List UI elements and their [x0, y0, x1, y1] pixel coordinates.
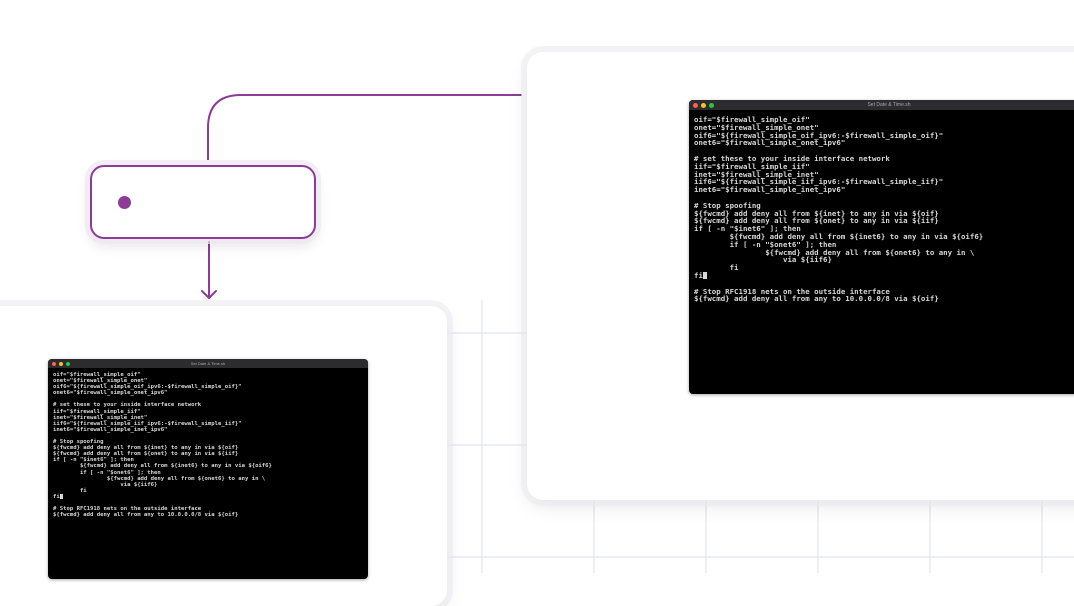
minimize-icon[interactable]	[59, 361, 63, 366]
close-icon[interactable]	[52, 361, 56, 366]
terminal-output: oif="$firewall_simple_oif" onet="$firewa…	[694, 115, 984, 304]
terminal-window-right[interactable]: Set Date & Time.sh oif="$firewall_simple…	[689, 100, 1074, 394]
flow-node[interactable]	[90, 165, 316, 239]
dot-icon	[118, 196, 131, 209]
window-controls	[48, 361, 70, 366]
terminal-output: oif="$firewall_simple_oif" onet="$firewa…	[53, 372, 272, 519]
maximize-icon[interactable]	[709, 102, 714, 108]
window-controls	[689, 102, 714, 108]
terminal-titlebar[interactable]: Set Date & Time.sh	[689, 100, 1074, 110]
terminal-cursor	[59, 493, 63, 500]
terminal-title: Set Date & Time.sh	[190, 361, 226, 366]
arrow-down-icon	[201, 290, 217, 299]
connector-line-to-right-card	[207, 94, 522, 160]
terminal-title: Set Date & Time.sh	[867, 102, 911, 108]
terminal-cursor	[702, 271, 707, 279]
terminal-window-left[interactable]: Set Date & Time.sh oif="$firewall_simple…	[48, 359, 368, 579]
close-icon[interactable]	[693, 102, 698, 108]
terminal-titlebar[interactable]: Set Date & Time.sh	[48, 359, 368, 368]
minimize-icon[interactable]	[701, 102, 706, 108]
maximize-icon[interactable]	[66, 361, 70, 366]
